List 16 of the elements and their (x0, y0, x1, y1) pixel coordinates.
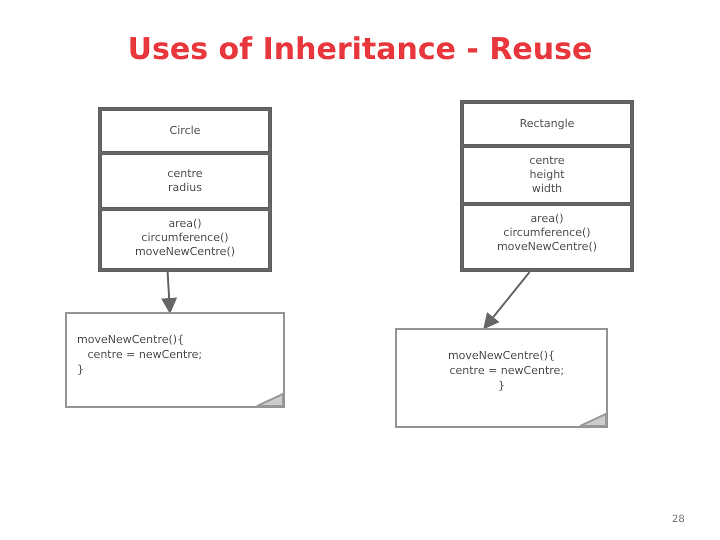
method-list: area() circumference() moveNewCentre() (468, 212, 626, 254)
class-box (98, 107, 272, 272)
note-box (65, 312, 285, 408)
code-text: moveNewCentre(){ centre = newCentre; } (77, 332, 204, 377)
note-box (395, 328, 608, 428)
code-text: moveNewCentre(){ centre = newCentre; } (446, 348, 566, 393)
class-name: Circle (170, 124, 200, 138)
connector-arrow (161, 272, 178, 314)
method-list: area() circumference() moveNewCentre() (106, 217, 264, 259)
attribute-list: centre radius (106, 167, 264, 195)
attribute-list: centre height width (468, 154, 626, 196)
slide-title: Uses of Inheritance - Reuse (128, 32, 592, 67)
connector-arrow (483, 271, 530, 330)
class-box (460, 100, 634, 272)
class-name: Rectangle (520, 117, 574, 131)
page-number: 28 (672, 514, 685, 525)
